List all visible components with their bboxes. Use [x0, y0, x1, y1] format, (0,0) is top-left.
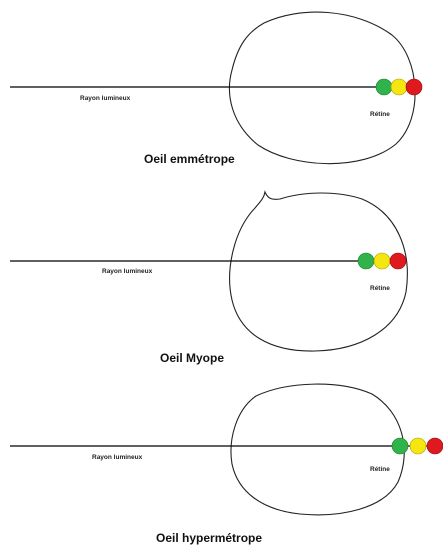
retina-label: Rétine	[370, 285, 390, 292]
focus-point-red	[389, 252, 407, 270]
ray-label: Rayon lumineux	[80, 95, 131, 102]
focus-point-red	[405, 78, 423, 96]
panel-title: Oeil hypermétrope	[156, 531, 262, 545]
ray-label: Rayon lumineux	[92, 454, 143, 461]
panel-title: Oeil Myope	[160, 351, 224, 365]
eye-outline	[230, 383, 405, 516]
focus-point-green	[375, 78, 393, 96]
eye-outline	[228, 11, 416, 165]
focus-point-yellow	[409, 437, 427, 455]
retina-label: Rétine	[370, 466, 390, 473]
focus-point-yellow	[373, 252, 391, 270]
panel-hypermetrope: Rayon lumineux Rétine Oeil hypermétrope	[10, 383, 443, 545]
panel-emmetrope: Rayon lumineux Rétine Oeil emmétrope	[10, 11, 423, 166]
eye-outline	[229, 190, 408, 352]
focus-point-yellow	[390, 78, 408, 96]
ray-label: Rayon lumineux	[102, 268, 153, 275]
panel-myope: Rayon lumineux Rétine Oeil Myope	[10, 190, 408, 365]
focus-point-green	[357, 252, 375, 270]
focus-point-red	[426, 437, 443, 455]
focus-point-green	[391, 437, 409, 455]
panel-title: Oeil emmétrope	[144, 152, 235, 166]
retina-label: Rétine	[370, 111, 390, 118]
